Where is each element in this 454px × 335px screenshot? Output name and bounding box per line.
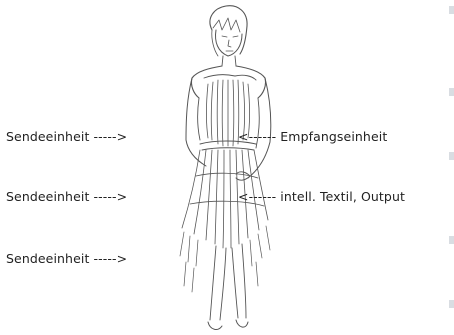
sender-unit-label-middle: Sendeeinheit ----->	[6, 190, 127, 204]
sender-unit-label-top: Sendeeinheit ----->	[6, 130, 127, 144]
receiver-unit-label: <------ Empfangseinheit	[238, 130, 387, 144]
sender-unit-label-bottom: Sendeeinheit ----->	[6, 252, 127, 266]
textile-output-label: <------ intell. Textil, Output	[238, 190, 405, 204]
